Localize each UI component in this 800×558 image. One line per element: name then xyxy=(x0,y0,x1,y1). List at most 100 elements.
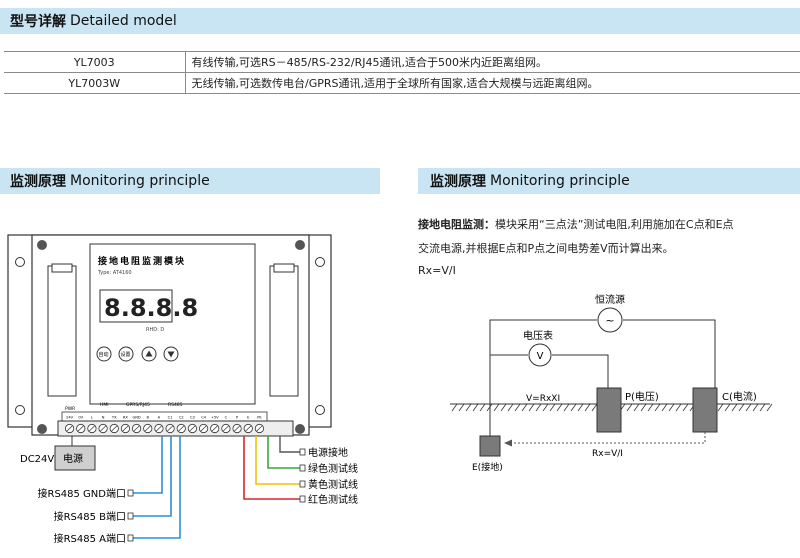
probe-e-label: E(接地) xyxy=(472,461,503,473)
ground-hatch xyxy=(563,403,570,412)
ground-hatch xyxy=(542,403,549,412)
terminal-label: 24V xyxy=(66,416,74,420)
detailed-model-header: 型号详解 Detailed model xyxy=(0,8,800,34)
led-display xyxy=(99,289,173,323)
screw-slot xyxy=(200,425,207,432)
screw-slot xyxy=(223,425,229,432)
probe-c-label: C(电流) xyxy=(722,390,757,403)
terminal-label: C2 xyxy=(179,416,184,420)
screw-slot xyxy=(211,425,218,432)
terminal-label: RX xyxy=(123,416,128,420)
terminal-label: C4 xyxy=(201,416,207,420)
probe-e xyxy=(479,435,501,457)
description-cell: 无线传输,可选数传电台/GPRS通讯,适用于全球所有国家,适合大规模与远距离组网… xyxy=(185,72,800,94)
screw-slot xyxy=(77,425,84,432)
power-module xyxy=(54,445,96,471)
ground-hatch xyxy=(668,403,675,412)
ground-hatch xyxy=(731,403,738,412)
ground-hatch xyxy=(514,403,521,412)
voltmeter-label: 电压表 xyxy=(523,329,553,342)
ground-hatch xyxy=(626,403,633,412)
probe-p xyxy=(596,387,622,433)
resistance-formula: Rx=V/I xyxy=(592,449,623,459)
auto-button[interactable]: 自动 xyxy=(96,346,112,362)
terminal-label: P xyxy=(236,416,239,420)
terminal-label: C xyxy=(225,416,228,420)
description-cell: 有线传输,可选RS－485/RS-232/RJ45通讯,适合于500米内近距离组… xyxy=(185,51,800,73)
principle-label: 接地电阻监测： xyxy=(418,218,495,231)
current-source-label: 恒流源 xyxy=(595,293,625,306)
callout-rs485-a: 接RS485 A端口 xyxy=(54,532,126,545)
screw-slot xyxy=(245,425,252,432)
ground-hatch xyxy=(584,403,591,412)
voltmeter-icon xyxy=(528,343,552,367)
terminal-label: PE xyxy=(257,416,262,420)
section-title-cn: 型号详解 xyxy=(10,14,66,30)
screw-icon xyxy=(37,240,305,434)
ground-hatch xyxy=(661,403,668,412)
settings-button[interactable]: 设置 xyxy=(118,346,134,362)
principle-formula: Rx=V/I xyxy=(418,264,456,277)
ground-hatch xyxy=(493,403,500,412)
svg-text:设置: 设置 xyxy=(121,351,131,358)
screw-slot xyxy=(178,425,185,432)
ground-hatch xyxy=(458,403,465,412)
ground-hatch xyxy=(500,403,507,412)
screw-slot xyxy=(256,425,263,432)
screw-slot xyxy=(144,425,151,432)
ground-hatch xyxy=(486,403,493,412)
screw-slot xyxy=(167,425,173,432)
ground-hatch xyxy=(465,403,472,412)
red-wire xyxy=(243,436,300,500)
monitoring-header-right: 监测原理 Monitoring principle xyxy=(418,168,800,194)
device-type: Type: AT4160 xyxy=(97,270,132,276)
model-table: YL7003 有线传输,可选RS－485/RS-232/RJ45通讯,适合于50… xyxy=(4,51,800,94)
terminal-label: TX xyxy=(111,416,117,420)
callout-rs485-b: 接RS485 B端口 xyxy=(54,510,126,523)
probe-c xyxy=(692,387,718,433)
screw-slot xyxy=(189,425,196,432)
monitoring-header-left: 监测原理 Monitoring principle xyxy=(0,168,380,194)
terminal-label: E xyxy=(247,416,250,420)
table-row: YL7003W 无线传输,可选数传电台/GPRS通讯,适用于全球所有国家,适合大… xyxy=(4,72,800,94)
table-row: YL7003 有线传输,可选RS－485/RS-232/RJ45通讯,适合于50… xyxy=(4,51,800,73)
screw-slot xyxy=(111,425,118,432)
ground-hatch xyxy=(591,403,598,412)
terminal-label: N xyxy=(102,416,105,420)
ground-hatch xyxy=(633,403,640,412)
principle-line-1: 接地电阻监测：模块采用“三点法”测试电阻,利用施加在C点和E点 xyxy=(418,216,734,232)
ground-hatch xyxy=(451,403,458,412)
up-button[interactable] xyxy=(141,346,157,362)
principle-line-2: 交流电源,并根据E点和P点之间电势差V而计算出来。 xyxy=(418,242,674,255)
terminal-label: B xyxy=(147,416,150,420)
section-title-cn: 监测原理 xyxy=(430,174,486,190)
ground-hatch xyxy=(675,403,682,412)
terminal-screws xyxy=(64,423,265,434)
callout-green-lead: 绿色测试线 xyxy=(308,462,358,475)
ground-hatch xyxy=(472,403,479,412)
terminal-label: GND xyxy=(132,416,140,420)
led-digits: 8.8.8.8 xyxy=(104,294,198,322)
terminal-label: L xyxy=(91,416,93,420)
ground-hatch xyxy=(640,403,647,412)
ground-hatch xyxy=(752,403,759,412)
ground-hatch xyxy=(507,403,514,412)
voltmeter-symbol: V xyxy=(537,351,544,362)
ground-hatch xyxy=(745,403,752,412)
screw-slot xyxy=(122,425,129,432)
svg-text:自动: 自动 xyxy=(99,351,109,358)
mounting-hole-icon xyxy=(15,257,325,415)
ground-hatch xyxy=(528,403,535,412)
up-arrow-icon xyxy=(145,350,153,357)
down-button[interactable] xyxy=(163,346,179,362)
voltage-label: DC24V xyxy=(20,454,54,465)
callout-yellow-lead: 黄色测试线 xyxy=(308,478,358,491)
terminal-group-label: HMI xyxy=(100,402,109,408)
model-cell: YL7003W xyxy=(4,72,186,94)
terminal-group-label: RS485 xyxy=(168,402,183,408)
device-drawing: 接地电阻监测模块 Type: AT4160 8.8.8.8 RHD: D 自动 … xyxy=(7,234,358,545)
ground-hatch xyxy=(724,403,731,412)
terminal-label: +5V xyxy=(211,416,219,420)
rs485-gnd-wire xyxy=(133,436,163,494)
current-source-icon xyxy=(597,307,623,333)
